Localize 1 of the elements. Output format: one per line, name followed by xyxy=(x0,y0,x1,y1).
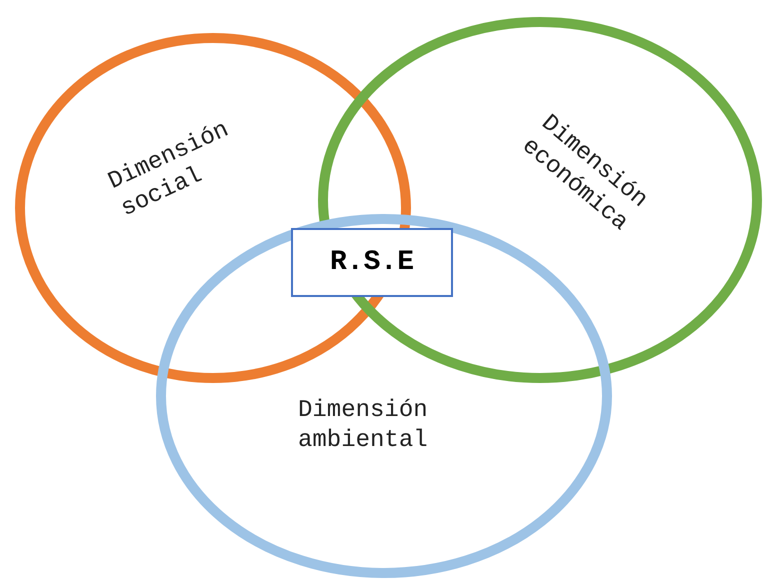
circle-label: Dimensión ambiental xyxy=(298,396,429,456)
